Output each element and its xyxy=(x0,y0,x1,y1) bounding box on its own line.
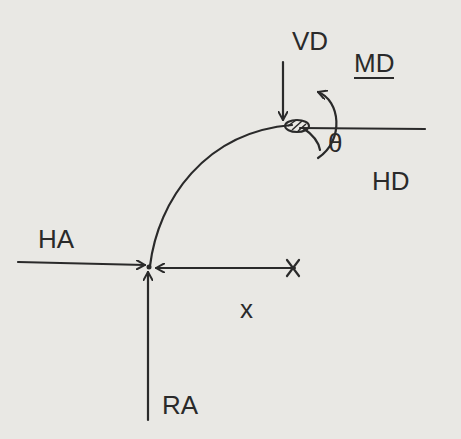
reaction-label: RA xyxy=(162,392,198,418)
dimension-tick xyxy=(287,260,299,276)
force-label: HD xyxy=(372,168,410,194)
dimension-tick xyxy=(287,260,299,276)
force-label: VD xyxy=(292,28,328,54)
dimension-line xyxy=(156,267,295,269)
moment-label: MD xyxy=(354,50,394,79)
force-label: HA xyxy=(38,226,74,252)
angle-label: θ xyxy=(328,130,342,156)
vertical-reaction-arrow xyxy=(147,272,149,420)
horizontal-reaction-arrow xyxy=(18,262,145,265)
joint-a xyxy=(147,265,152,270)
joint-hatching xyxy=(288,120,306,131)
vertical-force-arrow xyxy=(282,62,284,120)
horizontal-force-line xyxy=(300,128,425,129)
arch-member xyxy=(150,125,292,266)
joint-d xyxy=(285,120,309,132)
dimension-label: x xyxy=(240,296,253,322)
